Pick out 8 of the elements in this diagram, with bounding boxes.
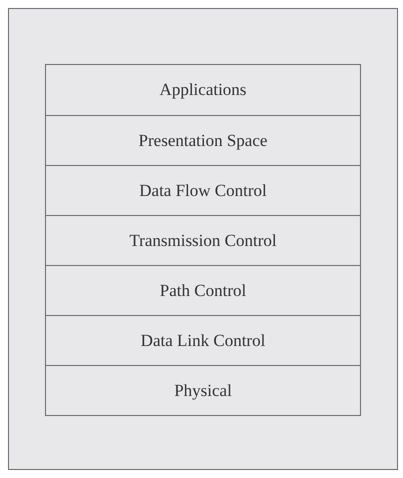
layer-label: Path Control bbox=[160, 280, 246, 300]
layer-label: Data Flow Control bbox=[139, 180, 267, 200]
layer-label: Presentation Space bbox=[138, 130, 268, 150]
outer-frame bbox=[8, 8, 398, 470]
layer-label: Applications bbox=[160, 80, 246, 100]
layer-label: Data Link Control bbox=[140, 330, 266, 350]
layer-label: Physical bbox=[174, 380, 232, 400]
layer-label: Transmission Control bbox=[129, 230, 277, 250]
